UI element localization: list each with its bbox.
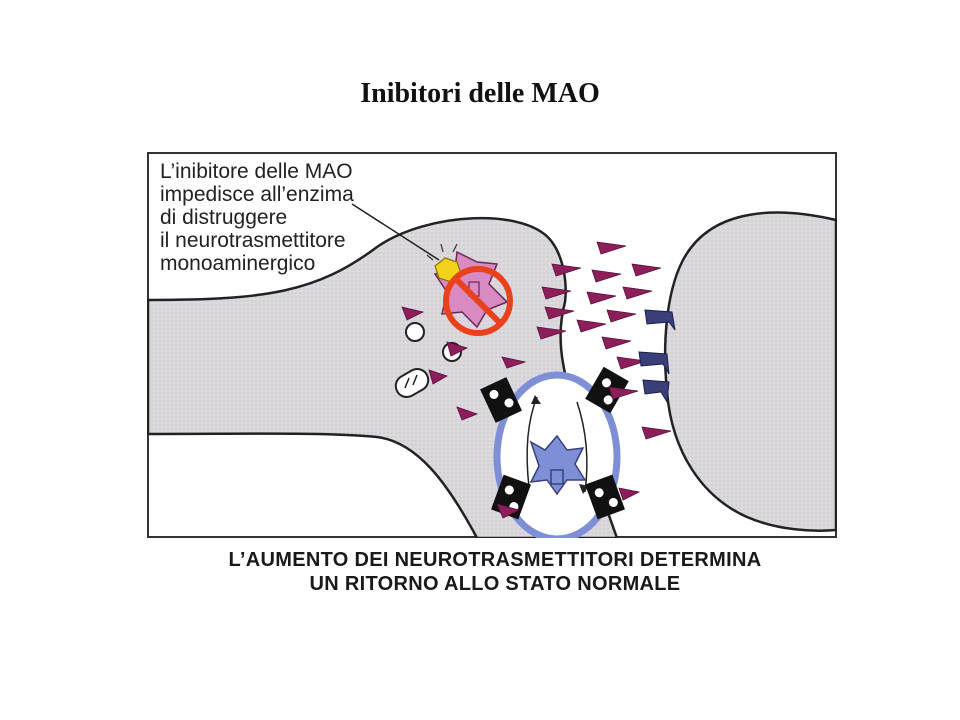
callout-line: monoaminergico [160, 252, 316, 275]
callout-line: di distruggere [160, 206, 288, 229]
neurotransmitter [586, 291, 617, 305]
mitochondrion-icon [394, 368, 430, 398]
neurotransmitter [496, 503, 521, 519]
synaptic-vesicle-icon [493, 371, 621, 538]
receptor-icon [638, 309, 676, 404]
neurotransmitter [576, 319, 607, 333]
neurotransmitter [606, 309, 637, 323]
neurotransmitter [622, 286, 653, 300]
callout-text: L’inibitore delle MAO impedisce all’enzi… [160, 160, 354, 275]
neurotransmitter [428, 369, 448, 385]
no-entry-icon [443, 266, 513, 336]
neurotransmitter [541, 286, 572, 300]
callout-line: il neurotrasmettitore [160, 229, 346, 252]
callout-leader-line [351, 203, 440, 261]
receptor [638, 351, 670, 375]
receptor [644, 309, 676, 331]
neurotransmitter [446, 341, 469, 357]
neurotransmitter [401, 306, 425, 321]
caption-line: UN RITORNO ALLO STATO NORMALE [309, 573, 681, 595]
neurotransmitter [596, 241, 627, 255]
neurotransmitter [616, 356, 647, 370]
neurotransmitter [618, 487, 641, 501]
caption-line: L’AUMENTO DEI NEUROTRASMETTITORI DETERMI… [228, 549, 762, 571]
inhibitor-burst-icon [426, 243, 458, 261]
figure-caption: L’AUMENTO DEI NEUROTRASMETTITORI DETERMI… [130, 548, 860, 596]
receptor [642, 379, 670, 404]
synapse-diagram [147, 152, 837, 538]
neurotransmitter [641, 426, 672, 440]
neurotransmitter [536, 326, 567, 340]
synapse-figure [147, 152, 837, 538]
neurotransmitter [551, 263, 582, 277]
neurotransmitter [501, 356, 527, 369]
neurotransmitter [544, 306, 575, 320]
slide-title: Inibitori delle MAO [360, 78, 600, 109]
neurotransmitter-molecules [401, 241, 672, 519]
neurotransmitter [608, 386, 639, 400]
callout-line: L’inibitore delle MAO [160, 160, 353, 183]
neurotransmitter [631, 263, 662, 277]
neurotransmitter [591, 269, 622, 283]
callout-line: impedisce all’enzima [160, 183, 354, 206]
neurotransmitter [601, 336, 632, 350]
neurotransmitter [456, 406, 479, 421]
